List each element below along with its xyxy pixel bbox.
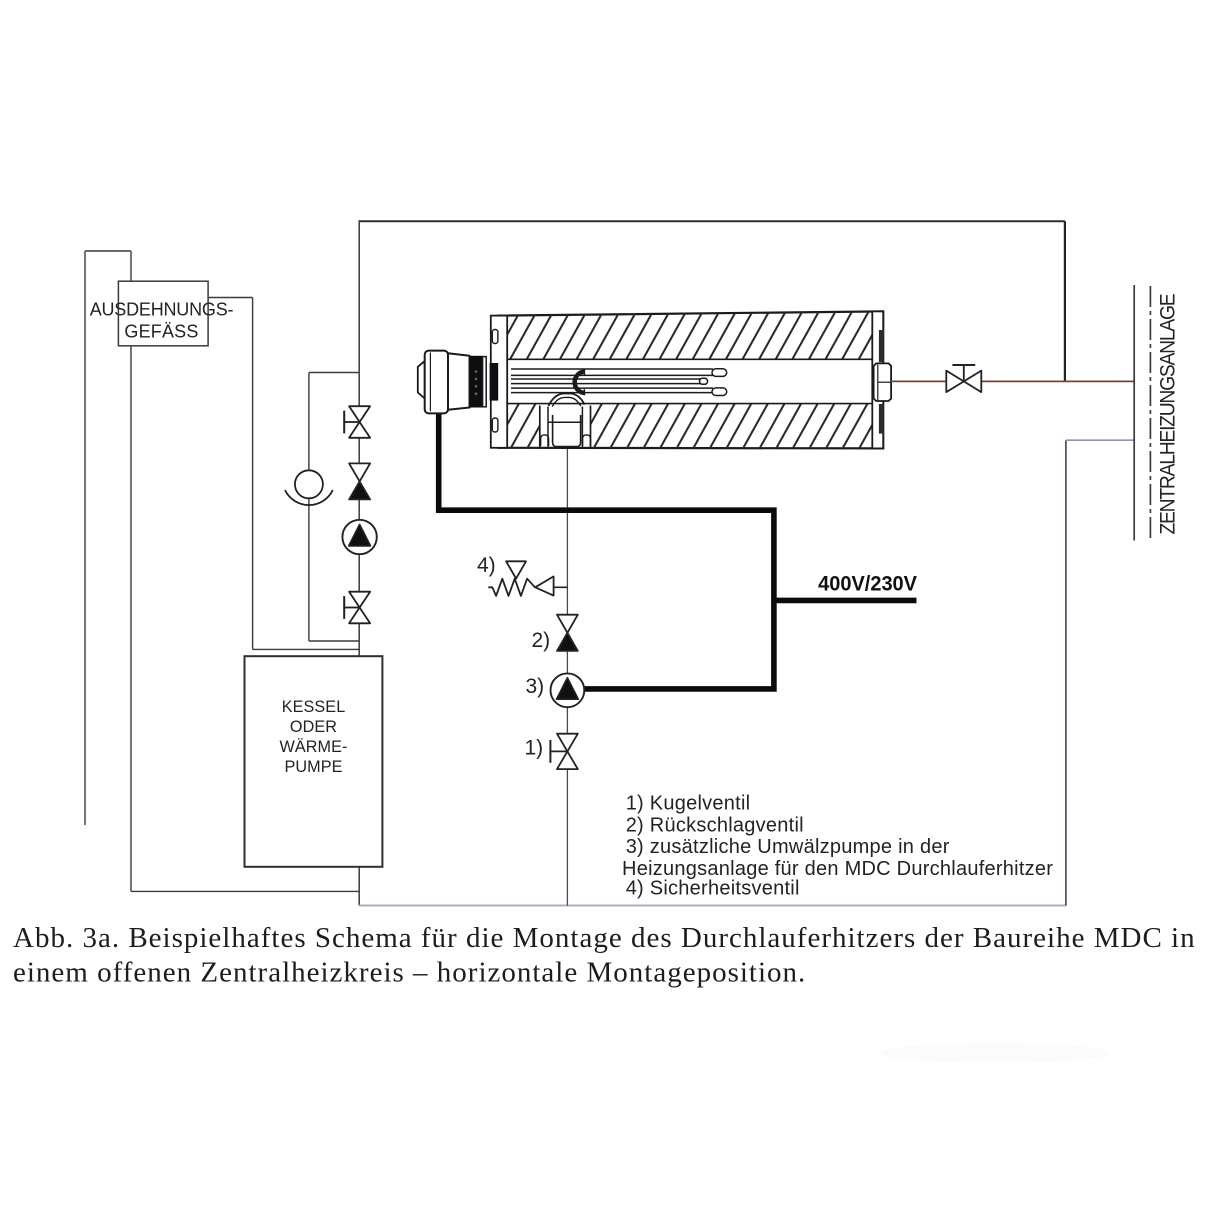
svg-text:Abb. 3a. Beispielhaftes Schema: Abb. 3a. Beispielhaftes Schema für die M… bbox=[13, 922, 1196, 954]
svg-text:PUMPE: PUMPE bbox=[284, 758, 342, 776]
svg-text:1): 1) bbox=[525, 737, 544, 760]
svg-text:4) Sicherheitsventil: 4) Sicherheitsventil bbox=[626, 878, 800, 900]
svg-text:1) Kugelventil: 1) Kugelventil bbox=[626, 793, 751, 815]
svg-text:einem offenen Zentralheizkreis: einem offenen Zentralheizkreis – horizon… bbox=[13, 957, 806, 989]
svg-text:GEFÄSS: GEFÄSS bbox=[124, 322, 198, 342]
svg-text:ZENTRALHEIZUNGSANLAGE: ZENTRALHEIZUNGSANLAGE bbox=[1157, 294, 1180, 535]
svg-text:2) Rückschlagventil: 2) Rückschlagventil bbox=[626, 814, 804, 836]
svg-text:400V/230V: 400V/230V bbox=[818, 572, 917, 596]
svg-text:WÄRME-: WÄRME- bbox=[279, 738, 347, 756]
svg-text:KESSEL: KESSEL bbox=[282, 698, 346, 716]
svg-text:3): 3) bbox=[526, 675, 545, 698]
svg-text:4): 4) bbox=[477, 554, 496, 577]
svg-text:2): 2) bbox=[532, 629, 551, 652]
svg-text:ODER: ODER bbox=[290, 718, 337, 736]
svg-text:3) zusätzliche Umwälzpumpe in: 3) zusätzliche Umwälzpumpe in der bbox=[626, 836, 950, 858]
svg-text:Heizungsanlage für den MDC Dur: Heizungsanlage für den MDC Durchlauferhi… bbox=[622, 858, 1053, 880]
svg-text:AUSDEHNUNGS-: AUSDEHNUNGS- bbox=[90, 300, 234, 320]
